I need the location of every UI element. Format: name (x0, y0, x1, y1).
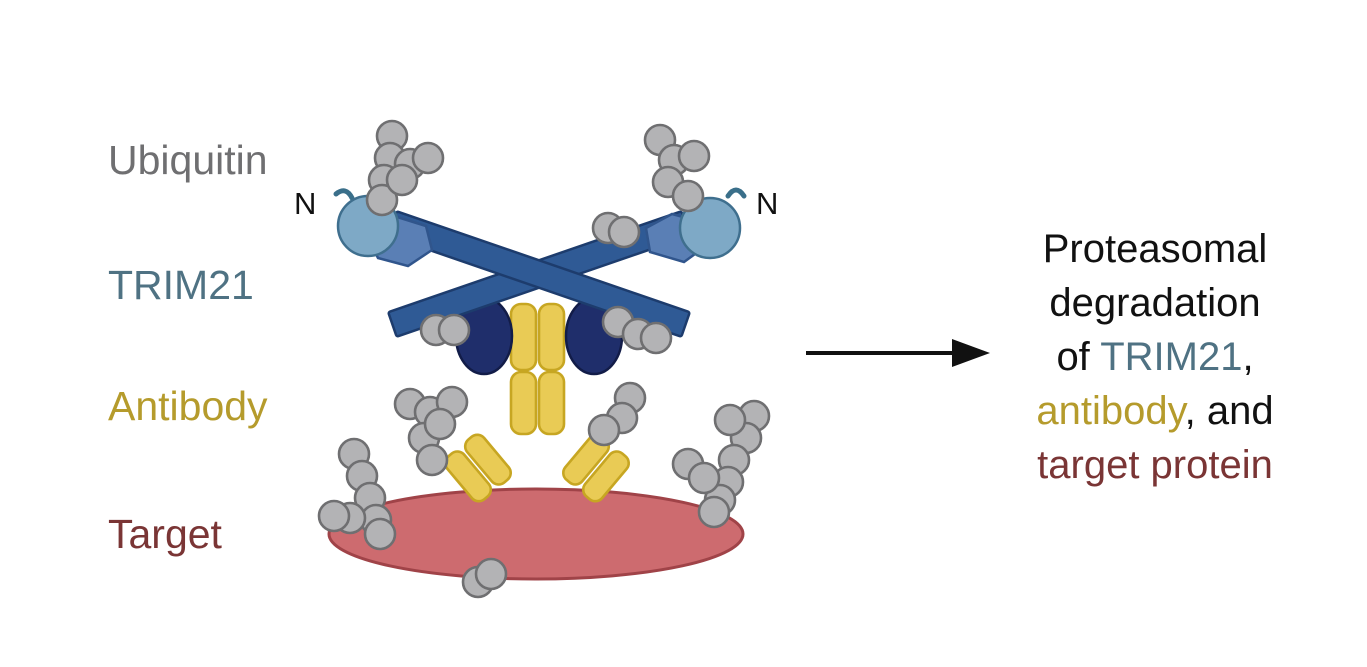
ubiquitin-chain-ring-right (643, 123, 711, 213)
legend-target-label: Target (108, 511, 222, 557)
antibody-fab-left (443, 433, 513, 503)
n-terminus-label-left: N (294, 186, 316, 221)
result-line-5: target protein (1037, 443, 1273, 487)
result-of: of (1056, 335, 1101, 379)
ubiquitin-chain-antibody-left (393, 385, 469, 477)
ubiquitin-chain-bbox-right (591, 211, 641, 249)
result-line-1: Proteasomal (1042, 227, 1268, 271)
arrow-right-icon (806, 339, 990, 367)
target-protein-ellipse (327, 487, 745, 581)
antibody-fab-right (561, 433, 631, 503)
ubiquitin-chain-pryspry-right (601, 305, 673, 355)
ubiquitin-chain-target-left (317, 437, 397, 551)
ubiquitin-chain-pryspry-left (419, 313, 471, 347)
legend-trim21-label: TRIM21 (108, 262, 254, 308)
ubiquitin-chain-ring-left (365, 119, 445, 217)
n-terminus-label-right: N (756, 186, 778, 221)
ubiquitin-chain-antibody-right (587, 381, 647, 447)
result-and: , and (1184, 389, 1274, 433)
result-trim21: TRIM21 (1100, 335, 1243, 379)
degradation-result-text: Proteasomal degradation of TRIM21, antib… (990, 222, 1320, 492)
trim21-n-terminus-left (333, 188, 355, 201)
ubiquitin-chain-target-right (671, 399, 771, 529)
legend-ubiquitin-label: Ubiquitin (108, 137, 268, 183)
trim21-ring-right (678, 196, 742, 260)
antibody-fc (509, 302, 566, 436)
legend-antibody-label: Antibody (108, 383, 268, 429)
trim21-n-terminus-right (725, 187, 747, 199)
result-antibody: antibody (1036, 389, 1185, 433)
result-line-3: of TRIM21, (990, 330, 1320, 384)
ubiquitin-chain-target-bottom (461, 557, 508, 599)
result-comma: , (1242, 335, 1254, 379)
result-line-4: antibody, and (990, 384, 1320, 438)
result-line-2: degradation (1049, 281, 1261, 325)
